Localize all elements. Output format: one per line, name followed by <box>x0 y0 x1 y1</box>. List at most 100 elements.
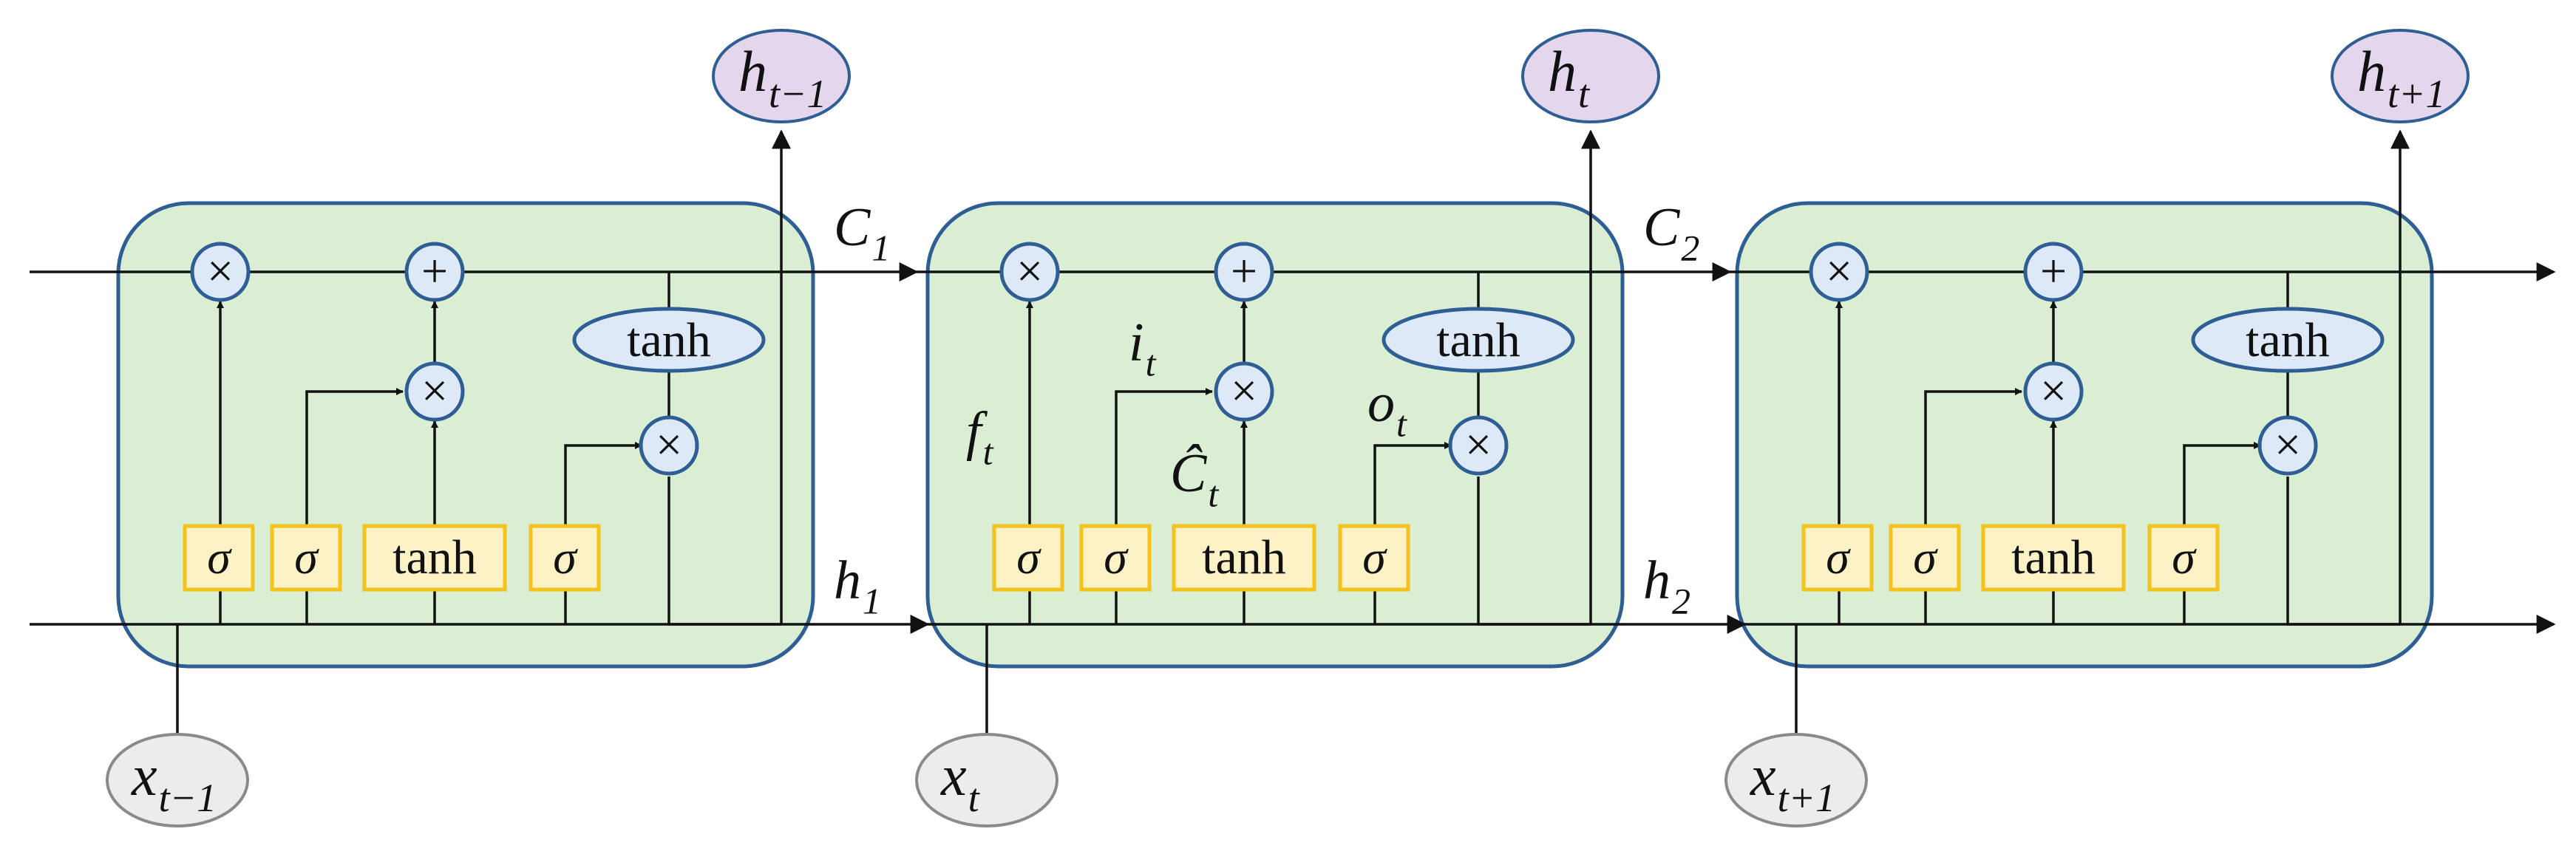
output-node-1 <box>712 29 851 123</box>
output-gate-sigma-label: σ <box>553 531 578 584</box>
cell-tanh-ellipse <box>2191 307 2385 373</box>
input-multiply-node-circle <box>1214 361 1274 422</box>
forget-multiply-node: × <box>1809 242 1869 302</box>
cell-tanh-node: tanh <box>2191 307 2385 373</box>
input-ellipse <box>915 733 1058 827</box>
input-multiply-node-circle <box>2023 361 2084 422</box>
input-node-3 <box>1724 733 1868 827</box>
forget-gate-sigma: σ <box>183 524 255 592</box>
forget-gate-sigma-box <box>1801 524 1874 592</box>
input-node-2 <box>915 733 1058 827</box>
input-gate-sigma: σ <box>1079 524 1152 592</box>
forget-multiply-node-circle <box>999 242 1060 302</box>
cell-add-node-circle <box>2023 242 2084 302</box>
cell-tanh-ellipse <box>572 307 766 373</box>
output-gate-sigma: σ <box>2147 524 2220 592</box>
input-multiply-node: × <box>404 361 465 422</box>
forget-gate-sigma: σ <box>992 524 1064 592</box>
input-node-1 <box>106 733 249 827</box>
forget-multiply-node-circle <box>1809 242 1869 302</box>
candidate-tanh-gate-box <box>362 524 507 592</box>
cell-state-label-1: C1 <box>834 197 890 269</box>
input-ellipse <box>106 733 249 827</box>
input-gate-sigma: σ <box>1889 524 1961 592</box>
cell-tanh-ellipse <box>1382 307 1575 373</box>
input-gate-sigma-box <box>1079 524 1152 592</box>
candidate-tanh-gate: tanh <box>362 524 507 592</box>
input-gate-sigma-box <box>270 524 342 592</box>
hidden-label-2: h2 <box>1643 550 1690 622</box>
forget-gate-sigma-box <box>992 524 1064 592</box>
candidate-tanh-gate-box <box>1981 524 2126 592</box>
input-multiply-node: × <box>2023 361 2084 422</box>
input-gate-label: it <box>1129 313 1157 384</box>
input-gate-sigma-label: σ <box>1104 531 1129 584</box>
output-multiply-node-symbol: × <box>2274 418 2301 471</box>
candidate-tanh-gate-label: tanh <box>1202 530 1286 584</box>
cell-tanh-label: tanh <box>627 313 711 367</box>
forget-gate-sigma-label: σ <box>1016 531 1041 584</box>
candidate-tanh-gate-box <box>1172 524 1316 592</box>
candidate-tanh-gate-label: tanh <box>392 530 477 584</box>
input-gate-sigma-label: σ <box>1913 531 1938 584</box>
cell-state-label-2: C2 <box>1643 197 1699 269</box>
output-gate-sigma-box <box>529 524 601 592</box>
output-multiply-node-symbol: × <box>656 418 682 471</box>
hidden-output-line <box>667 477 781 626</box>
output-multiply-node: × <box>639 415 699 476</box>
output-gate-sigma: σ <box>529 524 601 592</box>
cell-tanh-node: tanh <box>572 307 766 373</box>
hidden-output-line <box>2286 477 2400 626</box>
output-ellipse <box>712 29 851 123</box>
input-multiply-node-symbol: × <box>2040 364 2067 417</box>
output-gate-sigma-box <box>1338 524 1410 592</box>
cell-add-node: + <box>404 242 465 302</box>
forget-multiply-node-symbol: × <box>207 245 234 297</box>
input-multiply-node-symbol: × <box>421 364 448 417</box>
output-ellipse <box>2331 29 2470 123</box>
candidate-tanh-gate: tanh <box>1981 524 2126 592</box>
cell-tanh-label: tanh <box>1436 313 1520 367</box>
output-gate-sigma-label: σ <box>1362 531 1387 584</box>
cell-tanh-node: tanh <box>1382 307 1575 373</box>
candidate-tanh-gate-label: tanh <box>2011 530 2096 584</box>
output-node-2 <box>1521 29 1660 123</box>
forget-gate-sigma: σ <box>1801 524 1874 592</box>
output-multiply-node: × <box>1448 415 1509 476</box>
forget-multiply-node-symbol: × <box>1016 245 1043 297</box>
output-node-3 <box>2331 29 2470 123</box>
input-ellipse <box>1724 733 1868 827</box>
input-gate-sigma-box <box>1889 524 1961 592</box>
forget-multiply-node-circle <box>190 242 251 302</box>
cell-add-node-circle <box>1214 242 1274 302</box>
candidate-tanh-gate: tanh <box>1172 524 1316 592</box>
output-gate-sigma-box <box>2147 524 2220 592</box>
hidden-output-line <box>1477 477 1591 626</box>
cell-add-node: + <box>1214 242 1274 302</box>
output-multiply-node-symbol: × <box>1465 418 1492 471</box>
input-multiply-node: × <box>1214 361 1274 422</box>
cell-add-node-symbol: + <box>421 245 448 297</box>
cell-add-node-symbol: + <box>1231 245 1257 297</box>
forget-gate-sigma-box <box>183 524 255 592</box>
output-multiply-node-circle <box>2257 415 2318 476</box>
operation-nodes: × + × × tanh σ σ tanh σ × + × × tanh σ σ tanh σ × + × × tanh σ σ… <box>106 29 2470 827</box>
input-gate-sigma-label: σ <box>294 531 319 584</box>
cell-add-node-circle <box>404 242 465 302</box>
output-multiply-node-circle <box>1448 415 1509 476</box>
forget-gate-sigma-label: σ <box>1826 531 1851 584</box>
forget-gate-sigma-label: σ <box>207 531 232 584</box>
cell-add-node: + <box>2023 242 2084 302</box>
hidden-label-1: h1 <box>834 550 881 622</box>
cell-add-node-symbol: + <box>2040 245 2067 297</box>
forget-multiply-node: × <box>999 242 1060 302</box>
output-gate-sigma-label: σ <box>2172 531 2197 584</box>
input-gate-sigma: σ <box>270 524 342 592</box>
input-multiply-node-circle <box>404 361 465 422</box>
output-multiply-node-circle <box>639 415 699 476</box>
input-multiply-node-symbol: × <box>1231 364 1257 417</box>
output-ellipse <box>1521 29 1660 123</box>
cell-tanh-label: tanh <box>2246 313 2330 367</box>
output-gate-sigma: σ <box>1338 524 1410 592</box>
